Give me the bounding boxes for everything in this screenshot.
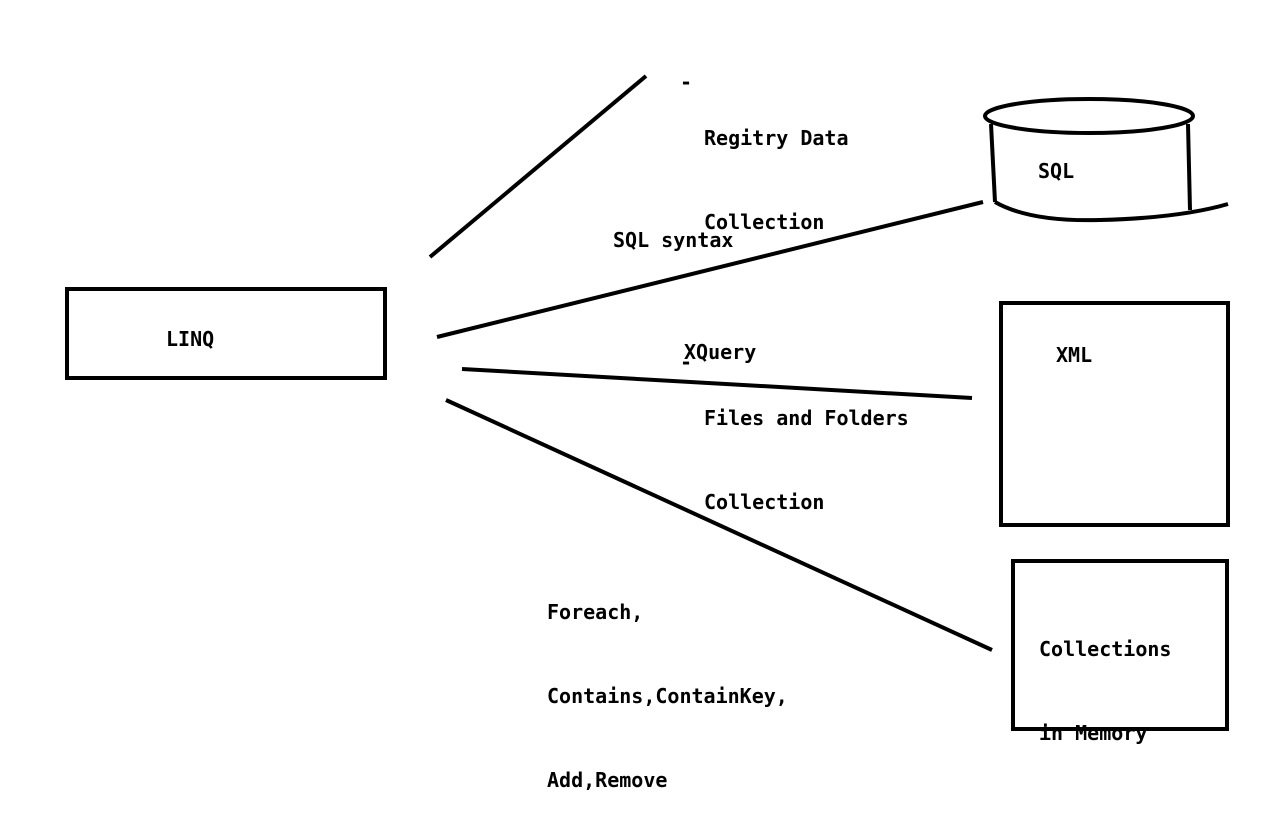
sql-database-icon: [983, 97, 1229, 223]
collection-ops-line: Foreach,: [547, 600, 644, 624]
collection-ops-line: Add,Remove: [547, 768, 668, 792]
connector-line-collections: [445, 398, 993, 652]
connector-line-xml: [461, 367, 973, 400]
bullet-dash: -: [680, 350, 693, 374]
xml-box: [999, 301, 1230, 527]
other-sources-line: Collection: [704, 490, 825, 514]
sql-syntax-label: SQL syntax: [613, 228, 734, 252]
bullet-dash: -: [680, 70, 693, 94]
collection-ops-line: Contains,ContainKey,: [547, 684, 788, 708]
sql-label: SQL: [1038, 159, 1075, 183]
xml-label: XML: [1056, 343, 1093, 367]
connector-line-sql: [436, 200, 984, 339]
xquery-label: XQuery: [684, 340, 757, 364]
collections-box: [1011, 559, 1229, 731]
other-sources-line: Regitry Data: [704, 126, 849, 150]
connector-line-other-sources: [428, 74, 648, 259]
other-sources-item: - Files and Folders Collection: [680, 348, 909, 572]
collections-label-line: in Memory: [1039, 721, 1148, 745]
other-sources-list: - Regitry Data Collection - Files and Fo…: [680, 12, 909, 600]
collections-label-line: Collections: [1039, 637, 1172, 661]
collections-label: Collections in Memory: [1039, 579, 1171, 775]
diagram-canvas: [65, 74, 1230, 731]
other-sources-line: Files and Folders: [704, 406, 909, 430]
other-sources-item: - Regitry Data Collection: [680, 68, 909, 292]
other-sources-line: Collection: [704, 210, 825, 234]
linq-label: LINQ: [166, 327, 215, 351]
linq-box: [65, 287, 387, 380]
